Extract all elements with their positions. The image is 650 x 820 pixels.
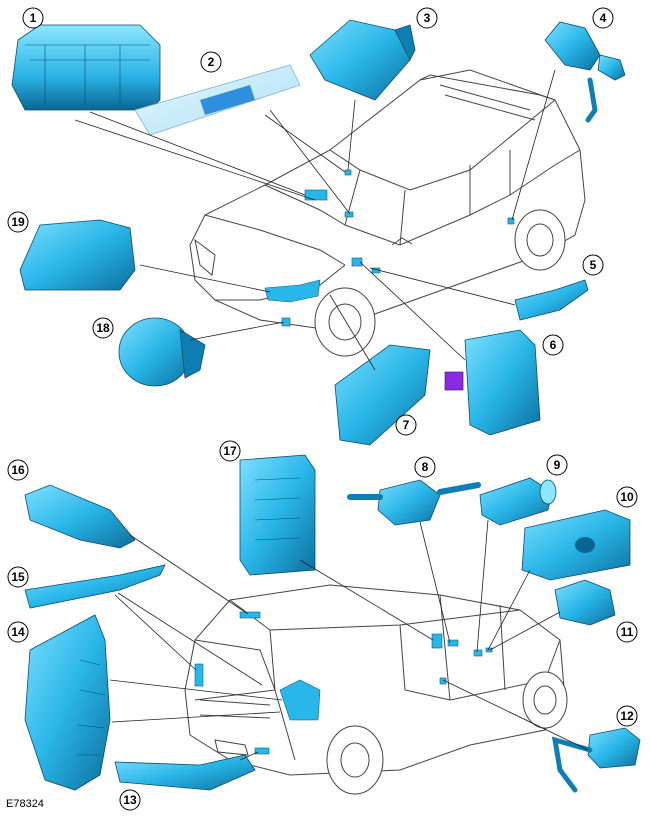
callout-1: 1 xyxy=(22,7,44,29)
svg-text:2: 2 xyxy=(208,55,215,69)
callout-16: 16 xyxy=(7,459,29,481)
svg-text:17: 17 xyxy=(223,444,237,458)
callout-6: 6 xyxy=(542,334,564,356)
component-12-height-sensor xyxy=(551,727,641,793)
svg-text:13: 13 xyxy=(123,793,137,807)
callout-14: 14 xyxy=(7,621,29,643)
callout-7: 7 xyxy=(395,414,417,436)
component-19-headlamp xyxy=(19,219,136,291)
svg-text:9: 9 xyxy=(554,458,561,472)
rear-vehicle-highlights xyxy=(194,611,493,755)
component-9-switch xyxy=(479,477,557,526)
svg-text:11: 11 xyxy=(621,625,634,639)
callout-10: 10 xyxy=(616,486,638,508)
svg-text:6: 6 xyxy=(550,338,557,352)
svg-text:10: 10 xyxy=(620,490,634,504)
callout-15: 15 xyxy=(7,566,29,588)
component-11-module xyxy=(554,579,616,626)
svg-text:5: 5 xyxy=(590,258,597,272)
callout-19: 19 xyxy=(7,211,29,233)
component-16-roof-lamp xyxy=(24,484,136,549)
callout-17: 17 xyxy=(219,440,241,462)
callout-8: 8 xyxy=(414,456,436,478)
svg-text:1: 1 xyxy=(30,11,37,25)
callout-12: 12 xyxy=(616,705,638,727)
component-18-horn xyxy=(118,317,206,387)
svg-text:7: 7 xyxy=(403,418,410,432)
component-15-stop-lamp xyxy=(24,564,166,609)
callout-9: 9 xyxy=(546,454,568,476)
leader-lines-top xyxy=(74,69,556,371)
component-2-control-module xyxy=(134,64,301,136)
component-4-height-sensor xyxy=(544,21,626,123)
component-3-module xyxy=(309,19,416,101)
component-1-instrument-cluster xyxy=(11,24,161,111)
callout-4: 4 xyxy=(592,7,614,29)
svg-text:19: 19 xyxy=(11,215,25,229)
svg-text:18: 18 xyxy=(96,321,110,335)
svg-text:3: 3 xyxy=(424,11,431,25)
callout-2: 2 xyxy=(200,51,222,73)
callout-18: 18 xyxy=(92,317,114,339)
callout-5: 5 xyxy=(582,254,604,276)
figure-reference-code: E78324 xyxy=(6,798,44,810)
rear-vehicle-outline xyxy=(184,584,568,795)
callout-13: 13 xyxy=(119,789,141,811)
component-7-module xyxy=(334,344,431,446)
component-13-rear-lamp xyxy=(114,754,256,791)
front-vehicle-outline xyxy=(189,69,586,357)
component-8-steering-column-switch xyxy=(347,479,481,526)
leader-lines-bottom xyxy=(109,519,589,761)
callout-3: 3 xyxy=(416,7,438,29)
component-17-module xyxy=(239,454,316,576)
component-10-control-panel xyxy=(521,509,631,581)
callout-11: 11 xyxy=(616,621,638,643)
svg-text:4: 4 xyxy=(600,11,607,25)
component-5-side-lamp xyxy=(514,279,589,321)
svg-text:8: 8 xyxy=(422,460,429,474)
svg-text:14: 14 xyxy=(11,625,25,639)
component-14-tail-lamp xyxy=(24,614,111,791)
svg-text:16: 16 xyxy=(11,463,25,477)
svg-text:15: 15 xyxy=(11,570,25,584)
svg-text:12: 12 xyxy=(620,709,634,723)
component-6-control-module xyxy=(444,329,541,436)
